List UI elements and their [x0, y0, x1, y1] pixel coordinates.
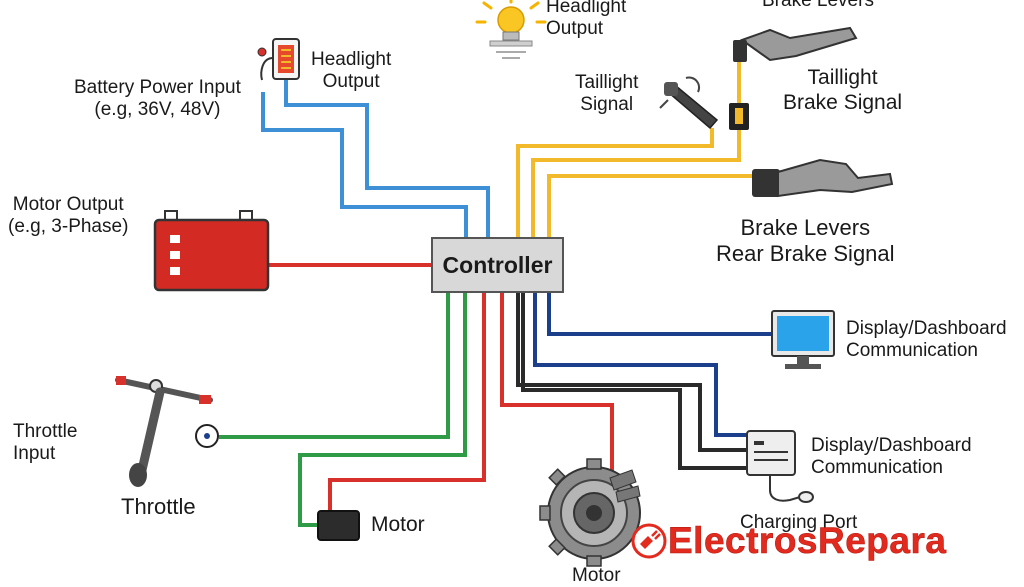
wire-navy-display-1 — [547, 293, 772, 336]
brake-lever-rear-icon — [752, 158, 894, 198]
battery-icon — [153, 210, 270, 292]
controller-label: Controller — [442, 251, 553, 278]
charging-port-label: Charging Port — [740, 512, 858, 533]
motor-output-label: Motor Output (e.g, 3-Phase) — [8, 194, 129, 238]
wire-green-throttle — [219, 293, 450, 439]
wire-black-display — [516, 293, 748, 452]
brake-lever-icon — [733, 26, 858, 62]
taillight-signal-label: Taillight Signal — [575, 72, 639, 116]
wire-red-motor — [328, 293, 486, 512]
wire-blue-headlight — [284, 78, 490, 237]
throttle-input-label: Throttle Input — [13, 421, 78, 465]
wire-red-motor-bottom — [500, 293, 614, 476]
brand-watermark: ElectrosRepara — [630, 520, 946, 562]
flashlight-icon — [257, 38, 300, 81]
wire-green-motor-end — [298, 512, 318, 527]
wire-yellow-1 — [516, 128, 714, 237]
headlight-output-top-label: Headlight Output — [546, 0, 627, 40]
battery-power-input-label: Battery Power Input (e.g, 36V, 48V) — [74, 77, 241, 121]
taillight-brake-signal-label: Taillight Brake Signal — [783, 66, 903, 114]
scooter-throttle-icon — [115, 376, 219, 487]
throttle-label: Throttle — [121, 494, 196, 519]
brand-name: ElectrosRepara — [668, 520, 947, 562]
brake-levers-rear-label: Brake Levers Rear Brake Signal — [716, 215, 895, 266]
display-dashboard-1-label: Display/Dashboard Communication — [846, 318, 1007, 362]
taillight-icon — [659, 76, 749, 130]
motor-gear-icon — [539, 458, 641, 567]
headlight-output-left-label: Headlight Output — [311, 49, 392, 93]
wire-black-charging — [521, 293, 748, 470]
motor-bottom-label: Motor — [572, 565, 621, 586]
logo-plug-icon — [631, 523, 667, 559]
motor-block-icon — [317, 510, 360, 541]
dashboard-unit-icon — [746, 430, 814, 503]
display-dashboard-2-label: Display/Dashboard Communication — [811, 435, 972, 479]
brake-levers-top-label: Brake Levers — [762, 0, 874, 11]
wire-green-motor — [298, 293, 467, 512]
lightbulb-icon — [475, 0, 547, 59]
wire-navy-display-2 — [533, 293, 748, 437]
controller-box: Controller — [431, 237, 564, 293]
monitor-icon — [771, 310, 835, 369]
wire-blue-battery — [261, 92, 468, 237]
motor-label: Motor — [371, 513, 425, 536]
